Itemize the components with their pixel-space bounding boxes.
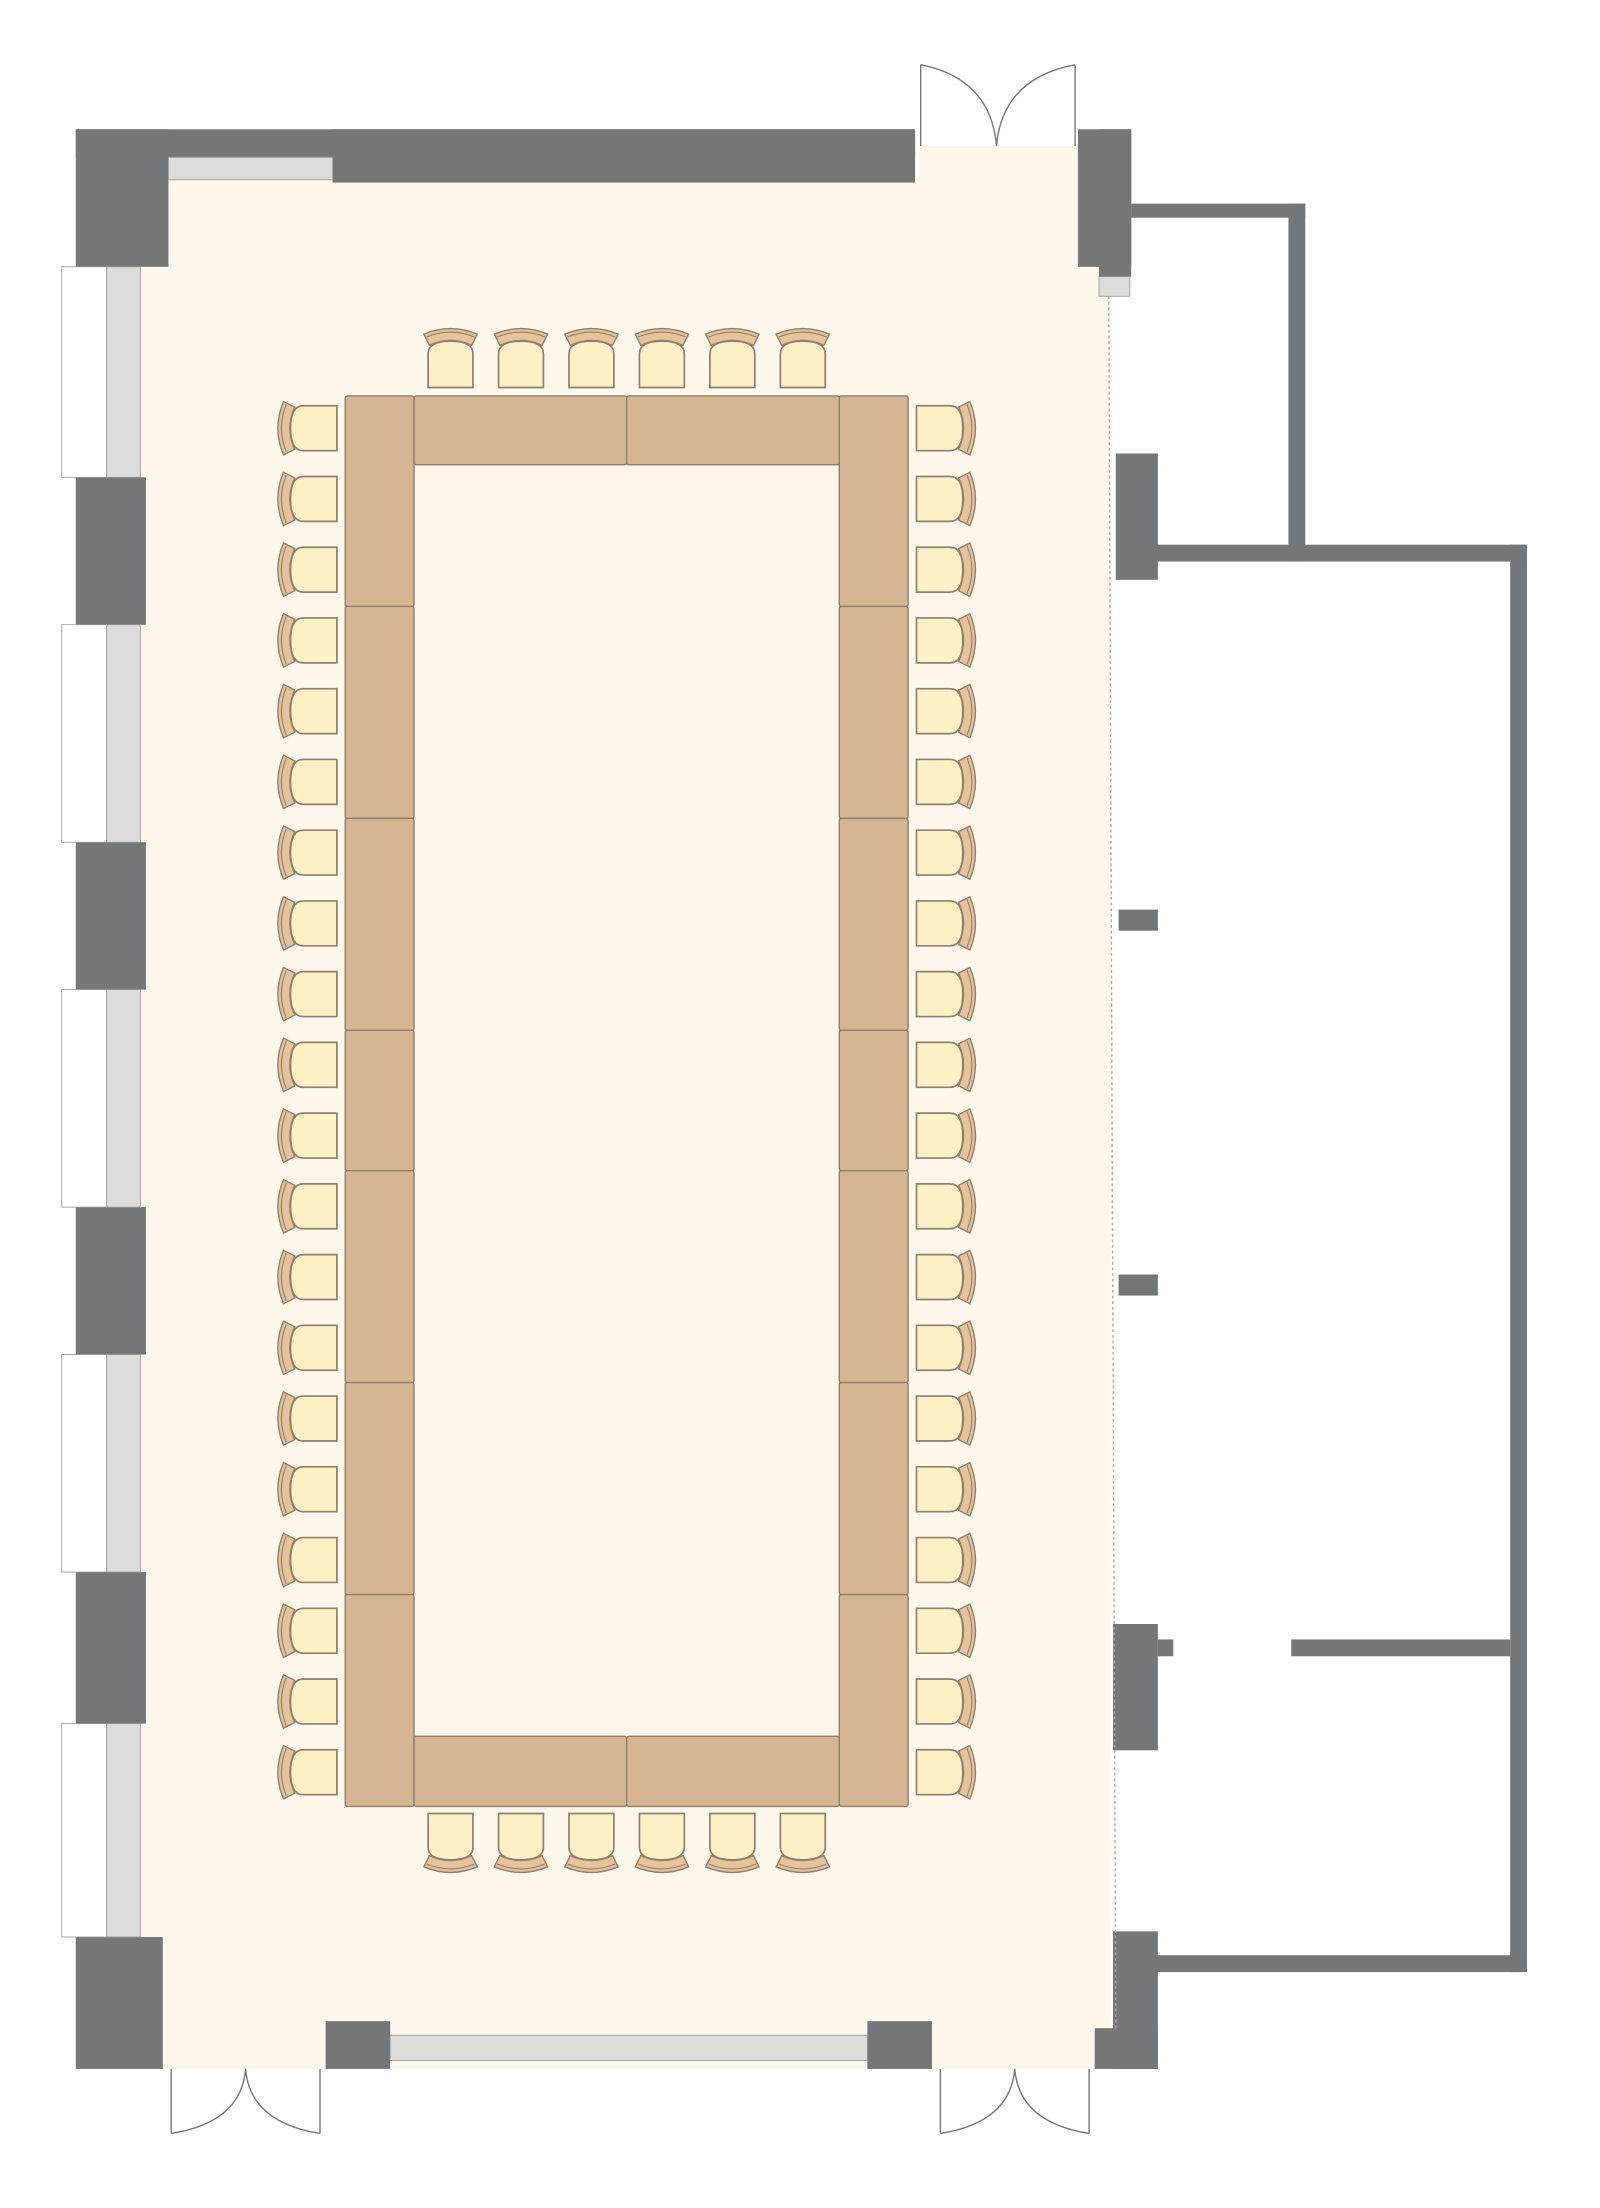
chair [704,327,760,389]
chair [915,1178,977,1234]
chair [493,327,549,389]
table-top [413,395,628,466]
chair [915,612,977,669]
table-top [625,395,840,466]
table-left [344,1593,415,1808]
chair [915,683,977,739]
chair [277,1249,338,1305]
chair [277,1744,338,1800]
chair [277,471,338,527]
chair [563,327,620,389]
chair [915,1461,977,1517]
table-right [838,1381,909,1596]
chair [277,1461,338,1517]
chair [493,1812,549,1874]
chair [277,1532,338,1588]
table-left [344,605,415,820]
tables [344,395,909,1808]
chair [422,327,479,389]
chair [277,612,338,669]
table-left [344,1169,415,1384]
door-bottom-right[interactable] [939,2068,1090,2135]
chair [277,542,338,598]
chair [915,471,977,527]
table-right [838,1169,909,1384]
chair [915,1249,977,1305]
table-bottom [413,1735,628,1808]
chair [277,1178,338,1234]
chair [634,1812,690,1874]
chair [915,966,977,1022]
chair [915,400,977,456]
chair [775,1812,831,1874]
chair [277,1107,338,1164]
chair [277,825,338,881]
table-right [838,1029,909,1172]
table-right [838,1593,909,1808]
chair [277,1603,338,1659]
chair [915,542,977,598]
chair [915,825,977,881]
chair [422,1812,479,1874]
chair [915,895,977,951]
chair [277,1037,338,1093]
chair [277,966,338,1022]
table-left [344,1029,415,1172]
table-right [838,605,909,820]
chair [775,327,831,389]
table-left [344,817,415,1032]
chair [704,1812,760,1874]
chair [915,1603,977,1659]
door-top[interactable] [920,64,1076,147]
chair [277,1390,338,1447]
chair [915,1390,977,1447]
chair [277,683,338,739]
chair [277,1320,338,1376]
chair [277,1673,338,1730]
chair [915,1107,977,1164]
chair [915,1744,977,1800]
chair [915,1320,977,1376]
chair [915,1673,977,1730]
walls [75,129,1528,2069]
chair [915,1037,977,1093]
chairs [277,327,977,1874]
chair [915,1532,977,1588]
windows [61,156,1131,2061]
chair [563,1812,620,1874]
chair [277,754,338,810]
table-left [344,395,415,608]
chair [915,754,977,810]
table-left [344,1381,415,1596]
table-right [838,395,909,608]
chair [277,895,338,951]
table-bottom [625,1735,840,1808]
door-bottom-left[interactable] [170,2068,321,2135]
chair [277,400,338,456]
door-threshold-top [919,146,1078,183]
chair [634,327,690,389]
table-right [838,817,909,1032]
